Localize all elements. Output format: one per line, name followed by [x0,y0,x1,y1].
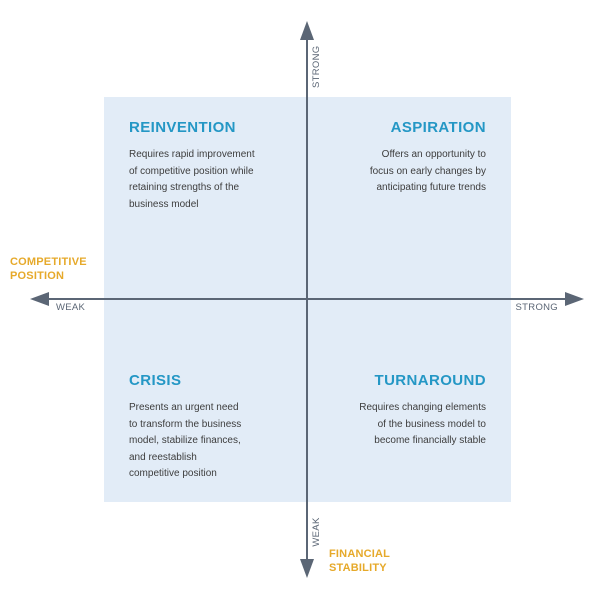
description-line: become financially stable [374,435,486,446]
description-line: of the business model to [377,418,486,430]
horizontal-axis-right-arrow [565,292,584,306]
description-line: retaining strengths of the [129,182,240,193]
description-line: Requires changing elements [359,402,486,413]
crisis-title-text: CRISIS [129,372,182,389]
axis-title-line: FINANCIAL [329,548,391,560]
axis-title-line: COMPETITIVE [10,256,87,268]
quadrant-description-aspiration: Offers an opportunity to focus on early … [370,147,486,197]
axis-title-line: POSITION [10,269,65,282]
description-line: Presents an urgent need [129,402,239,413]
quadrant-description-crisis: Presents an urgent need to transform the… [129,400,241,483]
horizontal-axis-title: COMPETITIVE POSITION [10,256,87,283]
description-line: model, stabilize finances, [129,435,241,446]
axis-title-line: STABILITY [329,561,387,574]
description-line: and reestablish [129,451,197,463]
description-line: business model [129,198,199,210]
description-line: anticipating future trends [376,182,486,193]
description-line: of competitive position while [129,165,254,177]
vertical-axis-low-label: WEAK [311,517,322,547]
description-line: to transform the business [129,418,242,430]
reinvention-title-text: REINVENTION [129,119,236,136]
description-line: competitive position [129,468,217,479]
aspiration-title-text: ASPIRATION [390,119,486,136]
horizontal-axis-low-label: WEAK [56,302,86,313]
quadrant-title-aspiration: ASPIRATION [391,119,486,136]
horizontal-axis-high-label: STRONG [515,302,558,313]
quadrant-title-reinvention: REINVENTION [129,119,236,136]
quadrant-description-turnaround: Requires changing elements of the busine… [359,400,486,450]
quadrant-title-turnaround: TURNAROUND [375,372,487,389]
vertical-axis-high-label: STRONG [311,45,322,88]
quadrant-title-crisis: CRISIS [129,372,181,389]
vertical-axis-title: FINANCIAL STABILITY [329,548,390,575]
description-line: Offers an opportunity to [381,149,486,160]
quadrant-description-reinvention: Requires rapid improvement of competitiv… [129,147,255,213]
description-line: Requires rapid improvement [129,149,255,160]
vertical-axis-top-arrow [300,21,314,40]
vertical-axis-bottom-arrow [300,559,314,578]
horizontal-axis-left-arrow [30,292,49,306]
turnaround-title-text: TURNAROUND [374,372,486,389]
description-line: focus on early changes by [369,165,486,177]
